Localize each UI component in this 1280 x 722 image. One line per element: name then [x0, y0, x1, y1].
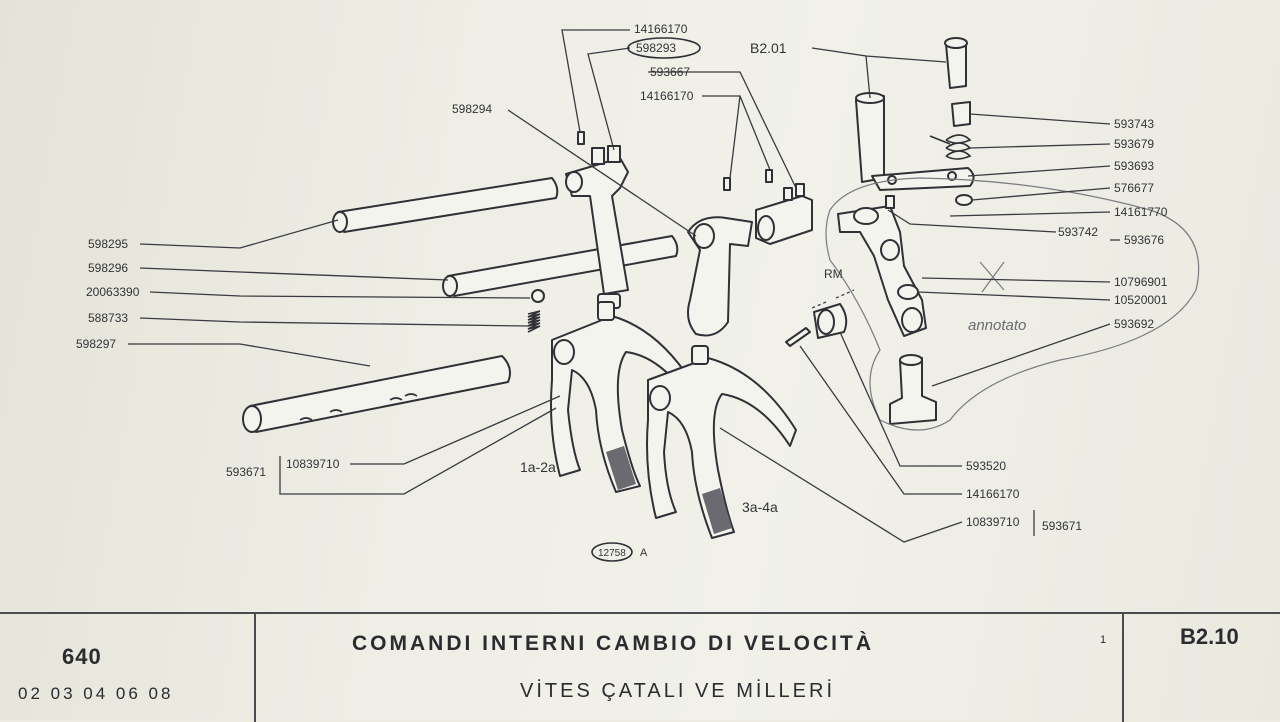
drawing-letter: A	[640, 547, 648, 559]
washer-10520001	[897, 284, 919, 300]
shift-fork-3a-4a	[646, 345, 797, 539]
exploded-parts-diagram: annotato 14166170 5	[76, 22, 1200, 562]
pin-14166170-lower	[785, 327, 811, 347]
label-598295: 598295	[88, 237, 128, 251]
label-598294: 598294	[452, 102, 492, 116]
label-rm: RM	[824, 267, 843, 281]
plate-593693	[871, 167, 975, 191]
pin-593692	[889, 354, 937, 425]
label-588733: 588733	[88, 311, 128, 325]
drawing-number-oval	[591, 542, 633, 562]
label-10839710-bottom: 10839710	[966, 515, 1020, 529]
sheet-number: 1	[1100, 634, 1107, 646]
selector-arm-598294	[687, 216, 753, 337]
shaft-598296	[442, 235, 679, 297]
pencil-note: annotato	[968, 317, 1026, 334]
bush-593743	[951, 101, 971, 127]
label-fork-1a-2a: 1a-2a	[520, 459, 556, 475]
label-10796901: 10796901	[1114, 275, 1168, 289]
section-code: B2.10	[1180, 624, 1239, 649]
leader-lines	[128, 29, 1120, 543]
ring-593520	[813, 303, 848, 339]
label-10839710-left: 10839710	[286, 457, 340, 471]
spring-588733	[527, 289, 545, 333]
shaft-598297	[242, 355, 511, 433]
label-fork-3a-4a: 3a-4a	[742, 499, 778, 515]
drawing-number: 12758	[598, 548, 626, 559]
page-subtitle: VİTES ÇATALI VE MİLLERİ	[520, 680, 835, 702]
label-598297: 598297	[76, 337, 116, 351]
label-14166170-bottom: 14166170	[966, 487, 1020, 501]
reverse-lever-593676	[837, 195, 927, 337]
label-593743: 593743	[1114, 117, 1154, 131]
model-variants: 02 03 04 06 08	[18, 684, 174, 703]
label-598293: 598293	[636, 41, 676, 55]
label-10520001: 10520001	[1114, 293, 1168, 307]
label-593667: 593667	[650, 65, 690, 79]
title-block: 640 02 03 04 06 08 COMANDI INTERNI CAMBI…	[0, 612, 1280, 722]
label-593671-left: 593671	[226, 465, 266, 479]
label-14161770: 14161770	[1114, 205, 1168, 219]
label-593676: 593676	[1124, 233, 1164, 247]
spring-593679	[929, 134, 972, 160]
label-593671-bottom: 593671	[1042, 519, 1082, 533]
title-divider-1	[254, 614, 256, 722]
label-14166170-b: 14166170	[640, 89, 694, 103]
label-576677: 576677	[1114, 181, 1154, 195]
page-title: COMANDI INTERNI CAMBIO DI VELOCITÀ	[352, 632, 874, 655]
label-593693: 593693	[1114, 159, 1154, 173]
pencil-cross	[979, 261, 1005, 293]
circled-598293	[627, 37, 701, 59]
reverse-pin-b201	[855, 92, 885, 183]
plunger-top	[944, 37, 968, 89]
title-divider-2	[1122, 614, 1124, 722]
label-593692: 593692	[1114, 317, 1154, 331]
pencil-circle	[825, 177, 1200, 431]
washer-576677	[955, 194, 973, 206]
label-593679: 593679	[1114, 137, 1154, 151]
label-20063390: 20063390	[86, 285, 140, 299]
block-593667	[755, 183, 813, 245]
label-598296: 598296	[88, 261, 128, 275]
label-14166170-top: 14166170	[634, 22, 688, 36]
model-number: 640	[62, 644, 102, 669]
shaft-598295	[332, 177, 559, 233]
label-593520: 593520	[966, 459, 1006, 473]
label-593742: 593742	[1058, 225, 1098, 239]
pins-14166170	[577, 131, 773, 191]
label-b201: B2.01	[750, 40, 787, 56]
